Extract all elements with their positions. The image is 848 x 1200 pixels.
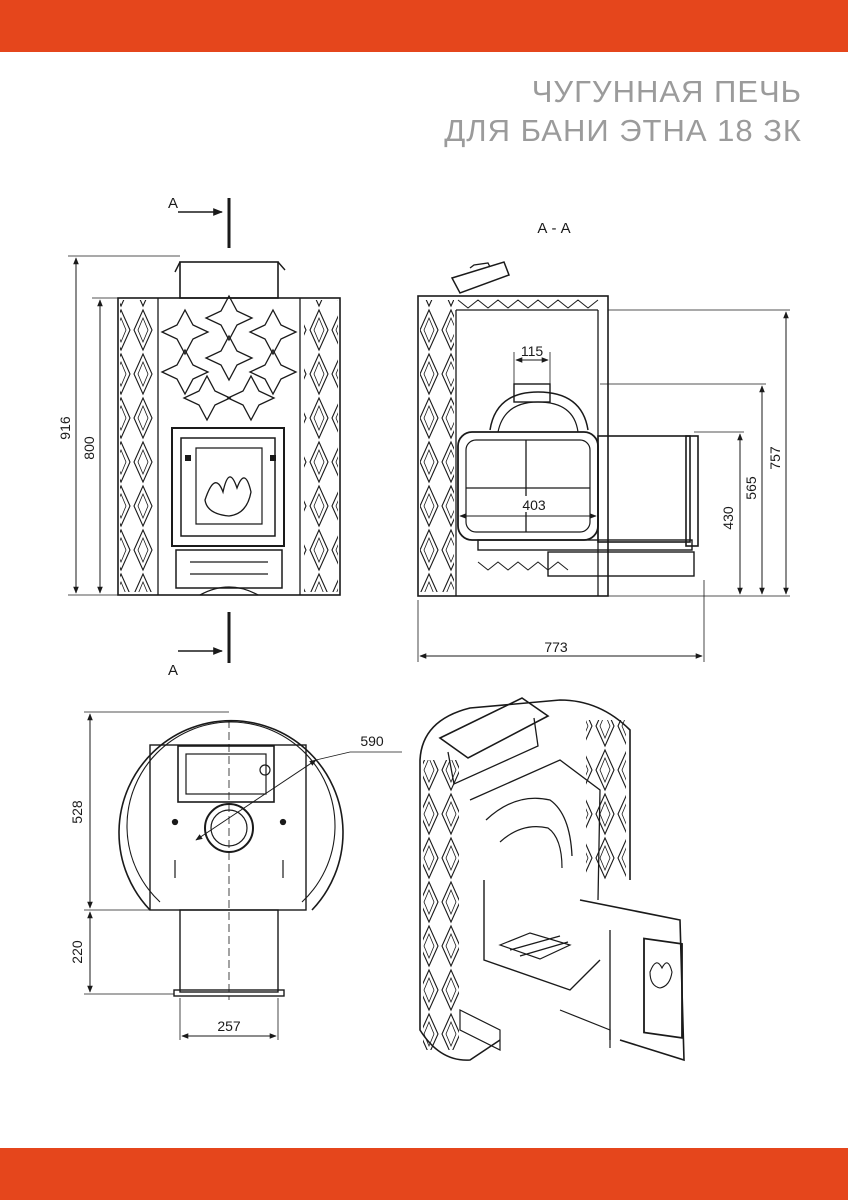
section-label: А - А bbox=[537, 220, 570, 237]
dim-chimney: 115 bbox=[521, 343, 544, 359]
front-view: А А bbox=[57, 195, 341, 679]
section-mark-top: А bbox=[168, 195, 178, 212]
title-line-2: ДЛЯ БАНИ ЭТНА 18 ЗК bbox=[444, 113, 802, 148]
bottom-accent-band bbox=[0, 1148, 848, 1200]
section-mark-bottom: А bbox=[168, 662, 178, 679]
top-view: 590 528 220 257 bbox=[69, 711, 402, 1040]
dim-depth: 528 bbox=[69, 800, 85, 824]
dim-diameter: 590 bbox=[360, 733, 384, 749]
dim-channel-width: 257 bbox=[217, 1018, 241, 1034]
top-accent-band bbox=[0, 0, 848, 52]
dim-height-total: 916 bbox=[57, 416, 73, 440]
dim-height-body: 800 bbox=[81, 436, 97, 460]
title-line-1: ЧУГУННАЯ ПЕЧЬ bbox=[531, 74, 802, 109]
dim-width: 773 bbox=[544, 639, 568, 655]
dim-h1: 430 bbox=[720, 506, 736, 530]
dim-h3: 757 bbox=[767, 446, 783, 470]
dim-firebox: 403 bbox=[522, 497, 546, 513]
section-view: А - А 115 403 bbox=[417, 220, 790, 662]
dim-h2: 565 bbox=[743, 476, 759, 500]
dim-channel: 220 bbox=[69, 940, 85, 964]
isometric-cutaway bbox=[419, 697, 685, 1062]
